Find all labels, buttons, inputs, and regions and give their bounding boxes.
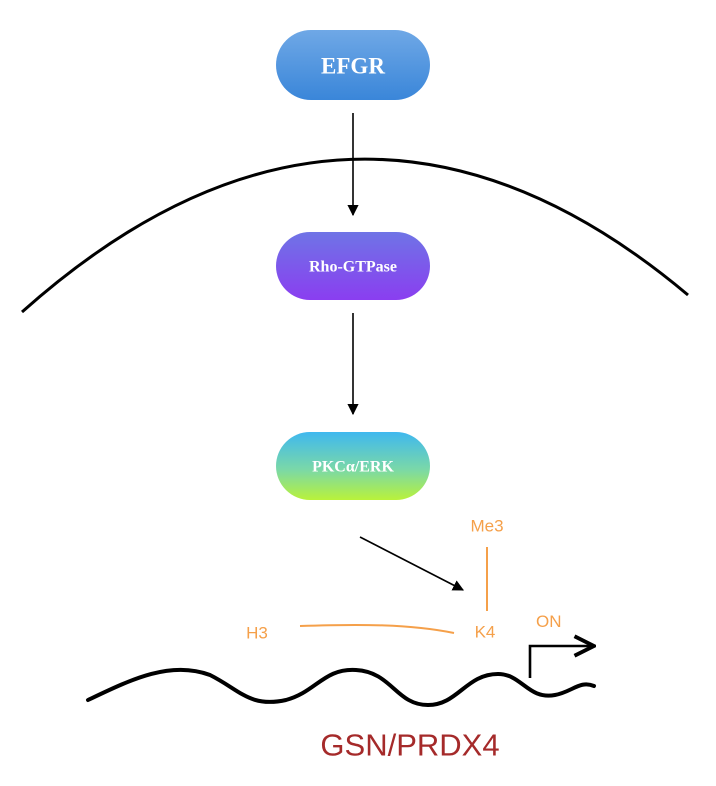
h3-label: H3 (246, 624, 268, 643)
rho-gtpase-node: Rho-GTPase (276, 232, 430, 300)
pkc-erk-node: PKCα/ERK (276, 432, 430, 500)
arrow-pkc-to-k4 (359, 536, 464, 591)
cell-membrane (21, 157, 689, 314)
on-label: ON (536, 612, 562, 631)
dna-strand (86, 667, 596, 708)
k4-label: K4 (475, 623, 496, 642)
h3-tail-line (299, 623, 455, 634)
egfr-label: EFGR (321, 54, 385, 79)
rho-gtpase-label: Rho-GTPase (309, 259, 397, 276)
pkc-erk-label: PKCα/ERK (312, 459, 394, 476)
me3-label: Me3 (470, 517, 503, 536)
egfr-node: EFGR (276, 30, 430, 100)
gene-label: GSN/PRDX4 (320, 728, 499, 763)
transcription-start-arrow (528, 646, 594, 678)
